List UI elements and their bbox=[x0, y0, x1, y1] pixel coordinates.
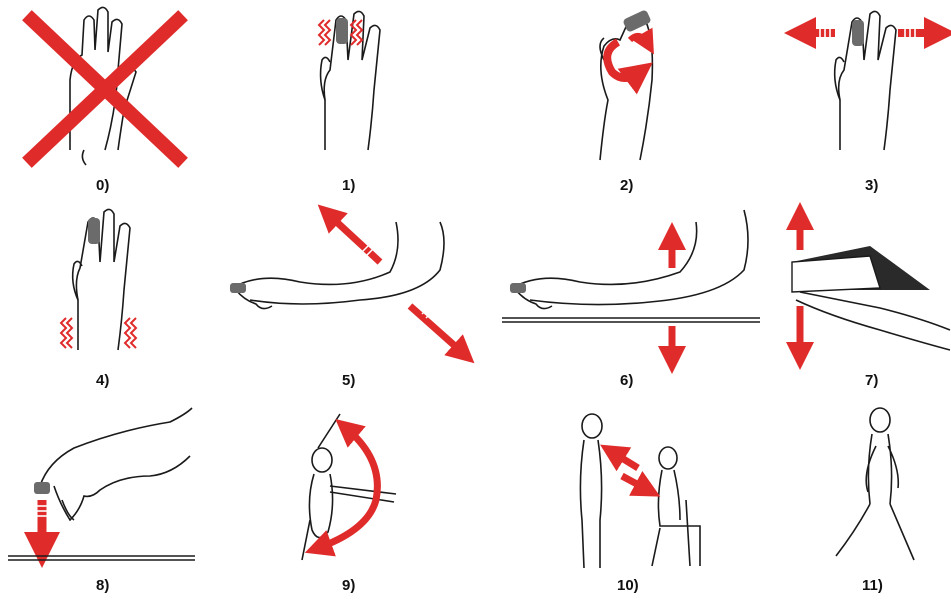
panel-10: 10) bbox=[580, 414, 700, 594]
panel-2: 2) bbox=[600, 9, 652, 194]
red-cross-icon bbox=[32, 20, 178, 158]
stand-sit-icon bbox=[580, 414, 700, 568]
panel-1: 1) bbox=[319, 11, 380, 194]
arm-vertical-movement-icon bbox=[502, 210, 760, 360]
finger-sensor-vibration-icon bbox=[319, 11, 380, 150]
hand-tremor-icon bbox=[61, 209, 136, 350]
arm-diagonal-movement-icon bbox=[230, 214, 464, 354]
panel-label: 4) bbox=[96, 372, 109, 389]
panel-11: 11) bbox=[836, 408, 914, 594]
panel-label: 5) bbox=[342, 372, 355, 389]
panel-label: 0) bbox=[96, 177, 109, 194]
finger-press-down-icon bbox=[8, 408, 195, 560]
panel-0: 0) bbox=[32, 7, 178, 194]
panel-label: 6) bbox=[620, 372, 633, 389]
panel-label: 2) bbox=[620, 177, 633, 194]
panel-label: 3) bbox=[865, 177, 878, 194]
panel-label: 9) bbox=[342, 577, 355, 594]
panel-8: 8) bbox=[8, 408, 195, 594]
finger-rotation-icon bbox=[600, 9, 652, 160]
arm-swing-icon bbox=[302, 414, 396, 560]
panel-5: 5) bbox=[230, 214, 464, 389]
walking-person-icon bbox=[836, 408, 914, 560]
finger-lateral-movement-icon bbox=[800, 11, 940, 150]
book-lift-icon bbox=[792, 216, 950, 356]
panel-9: 9) bbox=[302, 414, 396, 594]
panel-label: 11) bbox=[862, 577, 883, 594]
panel-label: 10) bbox=[617, 577, 639, 594]
panel-label: 1) bbox=[342, 177, 355, 194]
panel-3: 3) bbox=[800, 11, 940, 194]
panel-6: 6) bbox=[502, 210, 760, 389]
panel-4: 4) bbox=[61, 209, 136, 389]
panel-label: 7) bbox=[865, 372, 878, 389]
panel-7: 7) bbox=[792, 216, 950, 389]
panel-label: 8) bbox=[96, 577, 109, 594]
